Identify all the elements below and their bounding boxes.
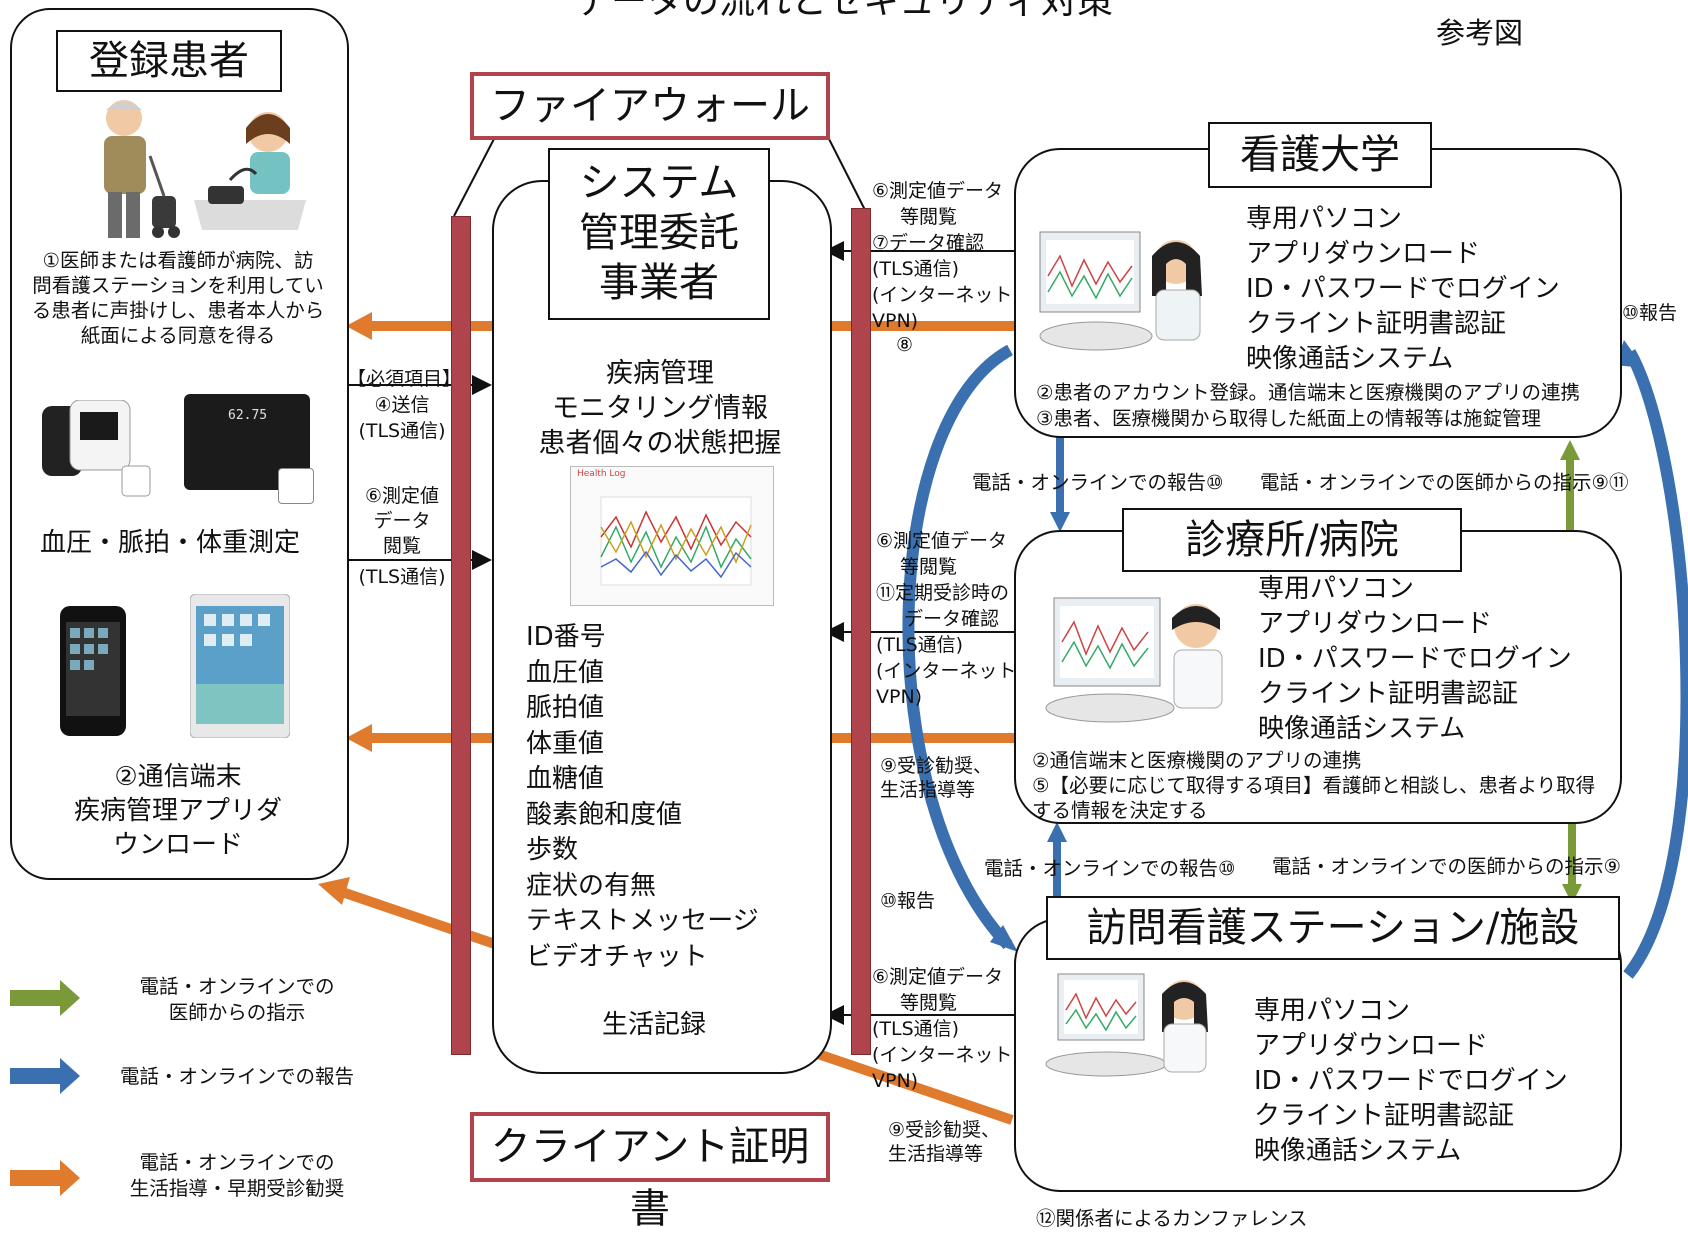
university-report-side: ⑩報告 bbox=[1622, 302, 1678, 324]
elderly-patient-illustration bbox=[104, 100, 180, 238]
blue-curve-left bbox=[902, 344, 1013, 950]
scale-display: 62.75 bbox=[228, 408, 268, 423]
station-title: 訪問看護ステーション/施設 bbox=[1046, 896, 1620, 960]
list-item: 脈拍値 bbox=[526, 693, 605, 723]
list-item: 体重値 bbox=[526, 728, 605, 759]
view-flow-label: ⑥測定値 データ 閲覧 (TLS通信) bbox=[358, 485, 446, 588]
client-cert-label: クライアント証明書 bbox=[470, 1112, 830, 1232]
chart-lines bbox=[600, 496, 752, 586]
patient-step2: ②通信端末 疾病管理アプリダ ウンロード bbox=[73, 762, 282, 860]
clinic-flow-label: ⑥測定値データ 等閲覧 ⑪定期受診時の データ確認 (TLS通信) (インターネ… bbox=[876, 530, 1017, 708]
instruction-label-lower: 電話・オンラインでの医師からの指示⑨ bbox=[1272, 855, 1621, 878]
univ-flow-label: ⑥測定値データ 等閲覧 ⑦データ確認 (TLS通信) (インターネットVPN) bbox=[872, 180, 1013, 332]
flow-8-label: ⑧ bbox=[896, 334, 914, 356]
legend-orange-arrow bbox=[10, 1160, 80, 1196]
university-features: 専用パソコン アプリダウンロード ID・パスワードでログイン クライント証明書認… bbox=[1246, 204, 1560, 374]
blue-curve-right bbox=[1623, 349, 1688, 979]
firewall-label: ファイアウォール bbox=[470, 72, 830, 140]
doctor-at-computer-illustration bbox=[1045, 597, 1223, 723]
legend-green-arrow bbox=[10, 980, 80, 1016]
university-notes: ②患者のアカウント登録。通信端末と医療機関のアプリの連携 ③患者、医療機関から取… bbox=[1036, 381, 1580, 430]
nurse-at-computer-illustration-2 bbox=[1045, 973, 1208, 1077]
bluetooth-badge bbox=[278, 468, 314, 504]
list-item: 血圧値 bbox=[526, 657, 605, 688]
conference-label: ⑫関係者によるカンファレンス bbox=[1036, 1207, 1308, 1230]
patient-title: 登録患者 bbox=[56, 30, 282, 92]
advice-flow-label-2: ⑨受診勧奨、 生活指導等 bbox=[888, 1119, 1001, 1165]
smartphone-icon bbox=[60, 606, 126, 736]
patient-step1: ①医師または看護師が病院、訪 問看護ステーションを利用してい る患者に声掛けし、… bbox=[31, 249, 325, 347]
report-flow-label: ⑩報告 bbox=[880, 890, 936, 912]
legend-green-label: 電話・オンラインでの 医師からの指示 bbox=[139, 975, 335, 1024]
legend-blue-arrow bbox=[10, 1058, 80, 1094]
advice-flow-label-1: ⑨受診勧奨、 生活指導等 bbox=[880, 755, 993, 801]
station-features: 専用パソコン アプリダウンロード ID・パスワードでログイン クライント証明書認… bbox=[1254, 996, 1568, 1166]
clinic-title: 診療所/病院 bbox=[1122, 508, 1462, 572]
list-item: 歩数 bbox=[526, 835, 579, 865]
list-item: ID番号 bbox=[526, 622, 606, 652]
tablet-icon bbox=[190, 594, 290, 738]
clinic-features: 専用パソコン アプリダウンロード ID・パスワードでログイン クライント証明書認… bbox=[1258, 574, 1572, 744]
send-flow-label: 【必須項目】 ④送信 (TLS通信) bbox=[347, 368, 462, 442]
system-item-list: ID番号 血圧値 脈拍値 体重値 血糖値 酸素飽和度値 歩数 症状の有無 テキス… bbox=[526, 620, 816, 975]
list-item: 血糖値 bbox=[526, 764, 605, 794]
firewall-bar-right bbox=[851, 208, 871, 1055]
station-flow-label: ⑥測定値データ 等閲覧 (TLS通信) (インターネットVPN) bbox=[872, 966, 1013, 1092]
university-title: 看護大学 bbox=[1208, 122, 1432, 188]
report-label-upper: 電話・オンラインでの報告⑩ bbox=[972, 471, 1224, 494]
bp-measuring-illustration bbox=[194, 112, 306, 230]
list-item: 症状の有無 bbox=[526, 870, 657, 901]
diagram-title: データの流れとセキュリティ対策 bbox=[575, 0, 1113, 22]
life-record-label: 生活記録 bbox=[602, 1010, 707, 1040]
system-title: システム 管理委託 事業者 bbox=[548, 148, 770, 320]
report-label-lower: 電話・オンラインでの報告⑩ bbox=[984, 857, 1236, 880]
nurse-at-computer-illustration bbox=[1039, 231, 1202, 351]
list-item: テキストメッセージ bbox=[526, 906, 759, 936]
instruction-label-upper: 電話・オンラインでの医師からの指示⑨⑪ bbox=[1260, 471, 1629, 494]
firewall-bar-left bbox=[451, 216, 471, 1055]
health-log-title: Health Log bbox=[577, 469, 626, 479]
list-item: 酸素飽和度値 bbox=[526, 799, 683, 830]
clinic-notes: ②通信端末と医療機関のアプリの連携 ⑤【必要に応じて取得する項目】看護師と相談し… bbox=[1032, 749, 1596, 822]
measure-label: 血圧・脈拍・体重測定 bbox=[40, 528, 301, 558]
legend-blue-label: 電話・オンラインでの報告 bbox=[119, 1065, 354, 1088]
system-info: 疾病管理 モニタリング情報 患者個々の状態把握 bbox=[538, 358, 782, 459]
legend-orange-label: 電話・オンラインでの 生活指導・早期受診勧奨 bbox=[129, 1151, 345, 1200]
list-item: ビデオチャット bbox=[526, 941, 708, 972]
health-log-chart: Health Log bbox=[570, 466, 774, 606]
reference-label: 参考図 bbox=[1436, 16, 1524, 50]
blood-pressure-monitor-icon bbox=[42, 400, 151, 497]
